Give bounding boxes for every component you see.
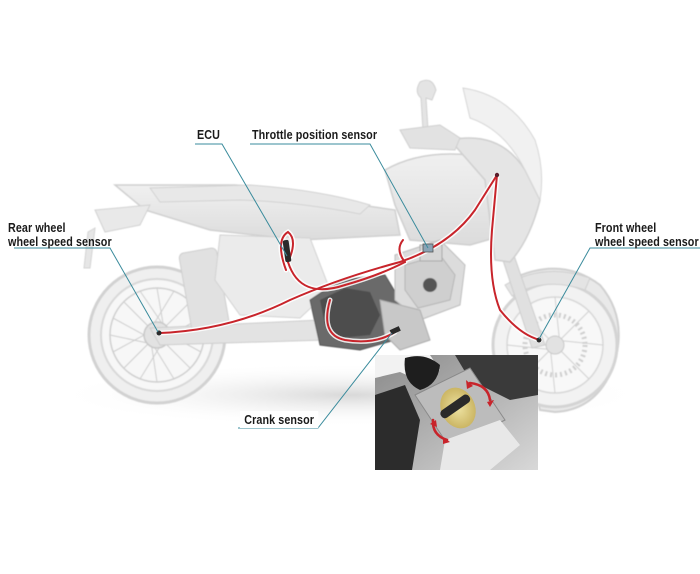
wiring-harness bbox=[156, 172, 543, 344]
ecu-unit bbox=[282, 239, 292, 263]
label-rear-wheel-sensor: Rear wheel wheel speed sensor bbox=[8, 221, 112, 249]
label-throttle-position-sensor: Throttle position sensor bbox=[252, 128, 377, 142]
mirror bbox=[416, 79, 437, 131]
label-front-wheel-line1: Front wheel bbox=[595, 221, 657, 235]
harness-junction bbox=[494, 172, 500, 178]
label-crank-text: Crank sensor bbox=[244, 413, 315, 427]
harness-ecu-loop bbox=[280, 230, 294, 271]
leader-front-wheel bbox=[538, 247, 700, 340]
label-ecu-text: ECU bbox=[197, 128, 220, 142]
harness-ecu-to-throttle bbox=[287, 261, 406, 291]
front-sensor-node bbox=[536, 337, 542, 343]
leader-rear-wheel bbox=[14, 247, 159, 333]
harness-crank bbox=[326, 299, 396, 343]
throttle-shaft bbox=[440, 394, 471, 419]
leader-crank bbox=[238, 332, 393, 429]
label-rear-wheel-line1: Rear wheel bbox=[8, 221, 66, 235]
harness-rear-to-front bbox=[159, 174, 498, 334]
label-rear-wheel-line2: wheel speed sensor bbox=[8, 235, 112, 249]
label-throttle-text: Throttle position sensor bbox=[252, 128, 378, 142]
harness-front-wheel bbox=[490, 174, 541, 341]
leader-throttle bbox=[250, 143, 429, 249]
throttle-body-inset bbox=[375, 355, 538, 470]
label-crank-sensor: Crank sensor bbox=[240, 411, 319, 428]
label-front-wheel-line2: wheel speed sensor bbox=[595, 235, 699, 249]
leader-lines bbox=[14, 143, 700, 429]
label-front-wheel-sensor: Front wheel wheel speed sensor bbox=[595, 221, 699, 249]
leader-ecu bbox=[195, 143, 288, 257]
fuel-tank bbox=[384, 153, 506, 246]
harness-throttle-branch bbox=[398, 239, 406, 263]
handlebar bbox=[399, 124, 461, 151]
rear-fender-bracket bbox=[94, 204, 151, 233]
crank-sensor-node bbox=[389, 326, 401, 335]
rotation-arrow-upper-icon bbox=[468, 381, 492, 402]
label-ecu: ECU bbox=[197, 128, 220, 142]
windscreen bbox=[462, 87, 543, 202]
seat bbox=[149, 184, 371, 215]
